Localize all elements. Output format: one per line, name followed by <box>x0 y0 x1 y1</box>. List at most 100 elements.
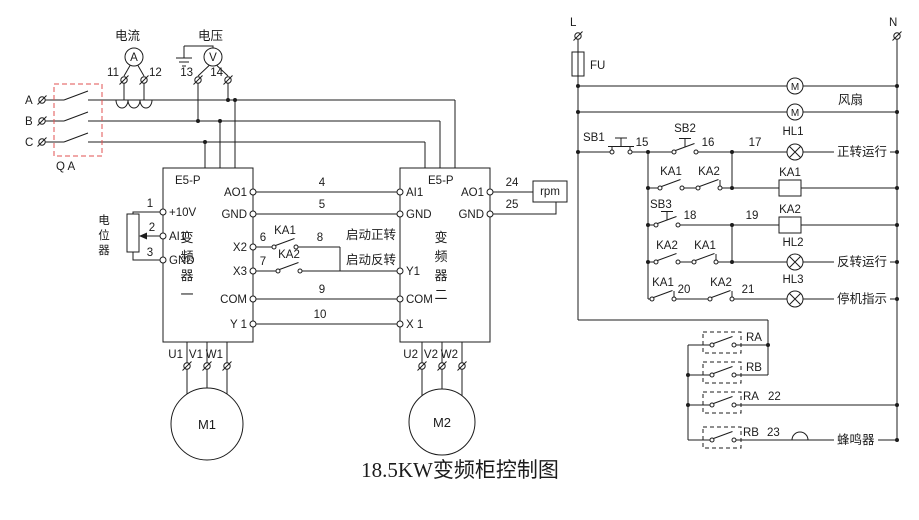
contact-node <box>731 342 737 348</box>
pot-body <box>126 213 140 253</box>
phase-b-label: B <box>25 116 33 128</box>
control-circuit: L N FU M M 风扇 SB1 15 SB2 16 17 HL1 KA1 K… <box>570 17 898 449</box>
wire-1-label: 1 <box>147 198 153 210</box>
phase-a-label: A <box>25 95 33 107</box>
interlink-wires <box>256 191 397 325</box>
junction-dot <box>646 186 650 190</box>
inverter-1-terminal <box>249 267 257 275</box>
u2-label: U2 <box>403 349 418 361</box>
ka2-coil <box>778 216 802 234</box>
rpm-meter-box <box>532 180 568 203</box>
wire-15-label: 15 <box>636 137 649 149</box>
wire-17-label: 17 <box>749 137 762 149</box>
wire-3-label: 3 <box>147 247 153 259</box>
fan-motor-1 <box>786 77 804 95</box>
inverter-2-terminal <box>486 210 494 218</box>
sb3-label: SB3 <box>650 199 672 211</box>
inverter-1-name: 变频器一 <box>180 230 193 302</box>
rb-contact-box-1 <box>702 361 742 384</box>
contact-node <box>731 372 737 378</box>
wire-10-label: 10 <box>314 309 327 321</box>
inverter-2-ao1: AO1 <box>461 187 484 199</box>
lamp-cross-marks <box>789 146 801 305</box>
junction-dot <box>730 186 734 190</box>
buzzer-symbol <box>791 431 809 441</box>
wire-9-label: 9 <box>319 284 325 296</box>
junction-dot <box>576 110 580 114</box>
inverter-1-gnd-top: GND <box>221 209 247 221</box>
v2-label: V2 <box>424 349 438 361</box>
junction-dot <box>730 150 734 154</box>
fan-label: 风扇 <box>838 92 863 107</box>
inverter-1-ao1: AO1 <box>224 187 247 199</box>
ka2-coil-label: KA2 <box>779 204 801 216</box>
inverter-1: E5-P 变频器一 AO1 GND X2 X3 COM Y 1 +10V AI1… <box>159 167 257 343</box>
wire-6-label: 6 <box>260 232 266 244</box>
contact-node <box>713 259 719 265</box>
contact-node <box>293 244 299 250</box>
ra-contact-1-label: RA <box>746 332 762 344</box>
wire-20-label: 20 <box>678 284 691 296</box>
inverter-2-model: E5-P <box>428 175 454 187</box>
inverter-2-com: COM <box>406 294 433 306</box>
slashed-terminals <box>37 31 902 371</box>
junction-dot <box>895 223 899 227</box>
w2-label: W2 <box>441 349 458 361</box>
contact-node <box>679 185 685 191</box>
ka1-interlock-contact-label: KA1 <box>694 240 716 252</box>
rb-contact-1-label: RB <box>746 362 762 374</box>
contact-node <box>675 222 681 228</box>
ka2-stop-contact-label: KA2 <box>710 277 732 289</box>
junction-dot <box>576 84 580 88</box>
ka1-contact-label: KA1 <box>274 225 296 237</box>
interlink-contact-blades <box>275 238 299 270</box>
terminal-13-label: 13 <box>180 67 193 79</box>
voltmeter-symbol: V <box>209 52 217 64</box>
inverter-2-name: 变频器二 <box>434 230 447 302</box>
junction-dot <box>646 260 650 264</box>
inverter-2-terminal <box>396 295 404 303</box>
wire-5-label: 5 <box>319 199 325 211</box>
junction-dot <box>686 373 690 377</box>
wire-2-label: 2 <box>149 222 155 234</box>
inverter-2-x1: X 1 <box>406 319 423 331</box>
label-backing <box>834 144 890 160</box>
sb2-label: SB2 <box>674 123 696 135</box>
motor-2-body <box>408 388 476 456</box>
motor-1-label: M1 <box>198 417 216 432</box>
inverter-2-y1: Y1 <box>406 266 420 278</box>
wire-25-label: 25 <box>506 199 519 211</box>
potentiometer: 电位器 1 2 3 <box>98 198 160 261</box>
junction-dot <box>646 223 650 227</box>
junction-dot <box>196 119 200 123</box>
junction-dot <box>646 150 650 154</box>
wire-8-label: 8 <box>317 232 323 244</box>
ammeter-face <box>124 47 144 67</box>
voltmeter-face <box>203 47 223 67</box>
ammeter-symbol: A <box>130 52 138 64</box>
contact-node <box>695 185 701 191</box>
wire-16-label: 16 <box>702 137 715 149</box>
junction-dot <box>895 297 899 301</box>
contact-node <box>709 372 715 378</box>
phase-c-label: C <box>25 137 33 149</box>
wire-24-label: 24 <box>506 177 519 189</box>
stop-indicator-label: 停机指示 <box>837 291 887 306</box>
terminal-11-label: 11 <box>107 67 119 79</box>
inverter-1-body <box>162 167 254 343</box>
junction-dot <box>895 438 899 442</box>
line-n-label: N <box>889 17 897 29</box>
phase-input-section: A B C Q A <box>25 83 456 173</box>
ka1-hold-contact-label: KA1 <box>660 166 682 178</box>
current-transformer-coil <box>115 99 153 109</box>
rpm-meter-label: rpm <box>540 186 560 198</box>
junction-dot <box>226 98 230 102</box>
inverter-1-terminal <box>159 256 167 264</box>
contact-node <box>671 296 677 302</box>
ka2-contact-label: KA2 <box>278 249 300 261</box>
diagram-title: 18.5KW变频柜控制图 <box>361 458 559 482</box>
pot-label: 电位器 <box>98 214 110 257</box>
inverter-2-terminal <box>396 210 404 218</box>
main-switch-outline <box>53 83 103 157</box>
